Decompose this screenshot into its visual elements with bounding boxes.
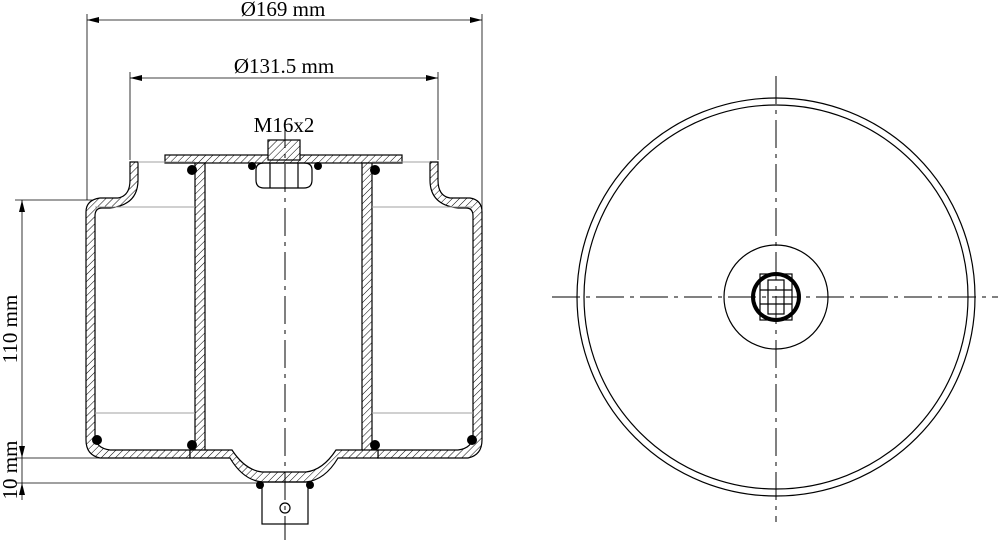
piston-left-wall [194,162,206,454]
height-label: 110 mm [0,295,22,364]
piston-right-wall [361,162,373,454]
inner-diameter-dimension: Ø131.5 mm [129,54,439,160]
bellows-right-wall [377,161,483,459]
inner-diameter-label: Ø131.5 mm [234,54,334,78]
top-view [552,76,998,522]
height-dimension: 110 mm 10 mm [0,199,260,500]
bellows-left-wall [85,161,191,459]
bottom-plate [189,449,379,483]
thread-label: M16x2 [254,113,315,137]
outer-diameter-label: Ø169 mm [241,0,326,21]
mount-bracket [256,481,314,525]
base-height-label: 10 mm [0,441,22,500]
nut [255,139,313,189]
clamp-beads [92,162,477,450]
section-view: Ø169 mm Ø131.5 mm M16x2 110 mm 10 mm [0,0,483,540]
outer-diameter-dimension: Ø169 mm [86,0,483,210]
